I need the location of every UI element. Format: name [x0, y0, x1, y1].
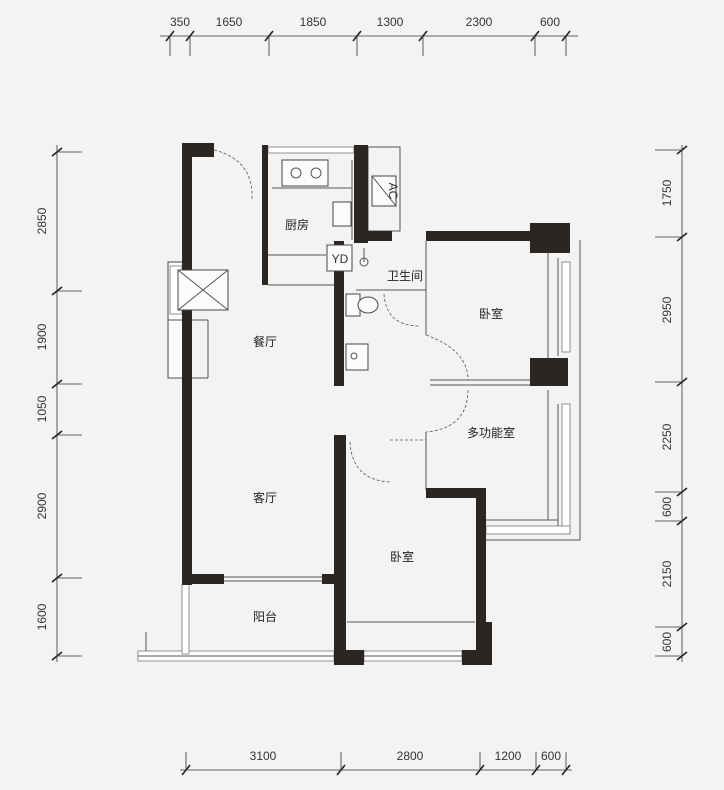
left-dimension-chain: 2850 1900 1050 2900 1600	[35, 145, 82, 662]
kitchen-east-wall	[354, 145, 368, 243]
kitchen-west-wall	[262, 145, 268, 285]
walls	[182, 143, 570, 665]
left-dim-5: 1600	[35, 603, 49, 630]
room-label-kitchen: 厨房	[285, 217, 309, 232]
left-dim-4: 2900	[35, 492, 49, 519]
door-swings	[213, 149, 469, 483]
left-dim-2: 1900	[35, 323, 49, 350]
right-dimension-chain: 1750 2950 2250 600 2150 600	[655, 145, 688, 662]
right-dim-6: 600	[660, 632, 674, 652]
room-label-bathroom: 卫生间	[387, 269, 423, 283]
left-dim-3: 1050	[35, 395, 49, 422]
living-east-wall	[334, 435, 346, 665]
room-label-multi-room: 多功能室	[467, 425, 515, 440]
top-dim-2: 1650	[216, 15, 243, 29]
aircon-label: AC	[386, 183, 400, 200]
right-dim-4: 600	[660, 497, 674, 517]
room-label-balcony: 阳台	[253, 609, 277, 624]
bottom-dim-1: 3100	[250, 749, 277, 763]
bottom-dim-4: 600	[541, 749, 561, 763]
room-label-living: 客厅	[253, 490, 277, 505]
bedroom2-corner	[476, 622, 492, 652]
right-dim-3: 2250	[660, 423, 674, 450]
left-dim-1: 2850	[35, 207, 49, 234]
top-dim-3: 1850	[300, 15, 327, 29]
west-wall	[182, 143, 192, 585]
multi-room-south-wall	[426, 488, 486, 498]
bottom-dimension-chain: 3100 2800 1200 600	[180, 749, 572, 776]
bottom-dim-3: 1200	[495, 749, 522, 763]
bedroom2-east-wall	[476, 490, 486, 655]
dryer-label: YD	[332, 252, 349, 266]
northeast-corner	[530, 223, 570, 253]
balcony-wall-right	[322, 574, 334, 584]
right-dim-2: 2950	[660, 296, 674, 323]
room-label-bedroom-main: 卧室	[479, 306, 503, 321]
top-dimension-chain: 350 1650 1850 1300 2300 600	[160, 15, 578, 56]
bedroom-multi-divider	[530, 358, 568, 386]
room-label-bedroom-second: 卧室	[390, 549, 414, 564]
bottom-dim-2: 2800	[397, 749, 424, 763]
dryer-icon	[326, 244, 353, 272]
balcony-wall-left	[182, 574, 224, 584]
bath-north-wall	[354, 231, 392, 241]
bedroom-north-wall	[426, 231, 536, 241]
top-dim-5: 2300	[466, 15, 493, 29]
right-dim-1: 1750	[660, 179, 674, 206]
kitchen-sink-icon	[332, 201, 352, 227]
room-labels: 厨房 卫生间 卧室 餐厅 多功能室 客厅 卧室 阳台	[253, 217, 515, 624]
right-dim-5: 2150	[660, 560, 674, 587]
top-dim-4: 1300	[377, 15, 404, 29]
bath-west-wall	[334, 241, 344, 386]
south-wall-a	[334, 650, 364, 665]
stove-icon	[281, 159, 329, 187]
windows-and-railings	[137, 146, 581, 662]
room-label-dining: 餐厅	[253, 334, 277, 349]
fixtures: YD AC	[177, 159, 400, 371]
top-dim-6: 600	[540, 15, 560, 29]
top-dim-1: 350	[170, 15, 190, 29]
west-wall-top-cap	[182, 143, 214, 157]
